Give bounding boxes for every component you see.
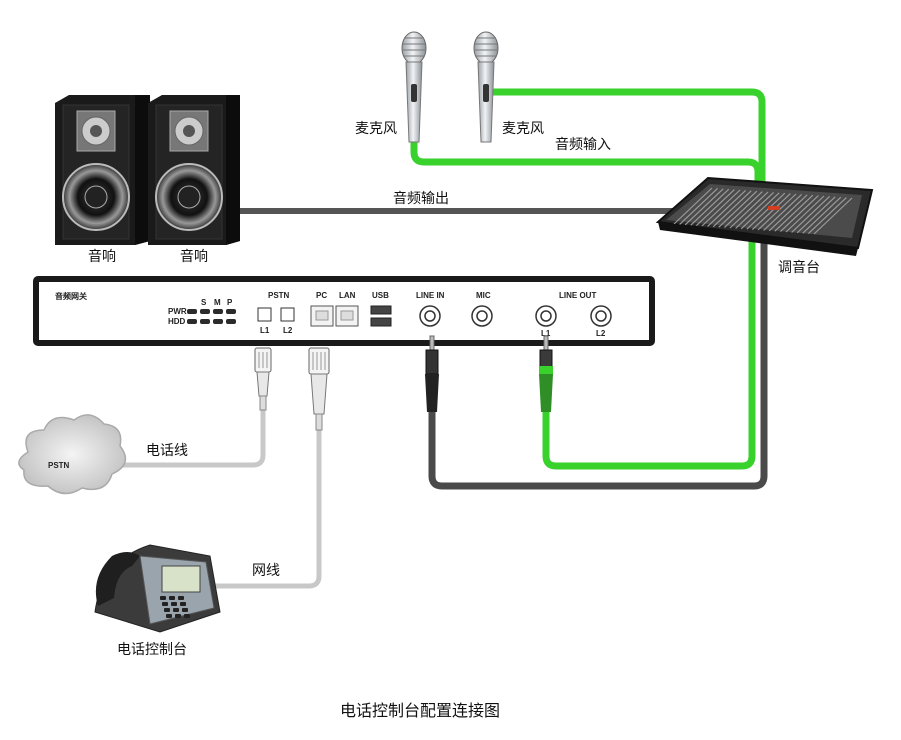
- mic-port-label: MIC: [476, 291, 491, 300]
- led-col-p: P: [227, 298, 233, 307]
- led-row-hdd: HDD: [168, 317, 186, 326]
- audio-in-label: 音频输入: [555, 136, 611, 153]
- line-in-cable: [428, 240, 768, 490]
- audio-out-label: 音频输出: [393, 190, 449, 207]
- network-line-label: 网线: [252, 563, 280, 579]
- line-in-jack: [425, 335, 439, 412]
- pc-port-label: PC: [316, 291, 327, 300]
- led-row-pwr: PWR: [168, 307, 187, 316]
- mic-left-cable: [410, 140, 762, 188]
- ip-phone: [94, 544, 221, 633]
- rj45-plug: [308, 347, 330, 431]
- line-in-label: LINE IN: [416, 291, 445, 300]
- console-label: 电话控制台: [117, 642, 187, 658]
- pstn-port-label: PSTN: [268, 291, 290, 300]
- speaker-left: [55, 95, 150, 245]
- audio-gateway: 音频网关 PWR HDD S M P PSTN L1 L2 PC LAN USB…: [33, 276, 655, 346]
- pstn-cloud: PSTN: [18, 414, 127, 495]
- network-cable: [210, 428, 322, 589]
- status-leds: [187, 309, 236, 324]
- pstn-cloud-label: PSTN: [48, 461, 70, 470]
- line-out-jack: [539, 335, 553, 412]
- phone-line-cable: [108, 410, 266, 468]
- diagram-caption: 电话控制台配置连接图: [340, 701, 500, 720]
- line-out-cable: [542, 240, 756, 470]
- usb-port-label: USB: [372, 291, 389, 300]
- pstn-l2-label: L2: [283, 326, 293, 335]
- phone-line-label: 电话线: [146, 443, 188, 459]
- speaker-right-label: 音响: [180, 248, 208, 265]
- line-out-l2-label: L2: [596, 329, 606, 338]
- mixer-console: [655, 176, 874, 256]
- mic-right-cable: [482, 88, 766, 188]
- microphone-left: [401, 31, 427, 143]
- mixer-label: 调音台: [778, 259, 820, 276]
- mic-left-label: 麦克风: [355, 121, 397, 137]
- led-col-m: M: [214, 298, 221, 307]
- speaker-left-label: 音响: [88, 248, 116, 265]
- gateway-title: 音频网关: [55, 291, 87, 301]
- speaker-right: [148, 95, 240, 245]
- rj11-plug: [254, 347, 272, 411]
- mic-right-label: 麦克风: [502, 121, 544, 137]
- pstn-l1-label: L1: [260, 326, 270, 335]
- lan-port-label: LAN: [339, 291, 356, 300]
- led-col-s: S: [201, 298, 207, 307]
- microphone-right: [473, 31, 499, 143]
- line-out-label: LINE OUT: [559, 291, 596, 300]
- line-out-l1-label: L1: [541, 329, 551, 338]
